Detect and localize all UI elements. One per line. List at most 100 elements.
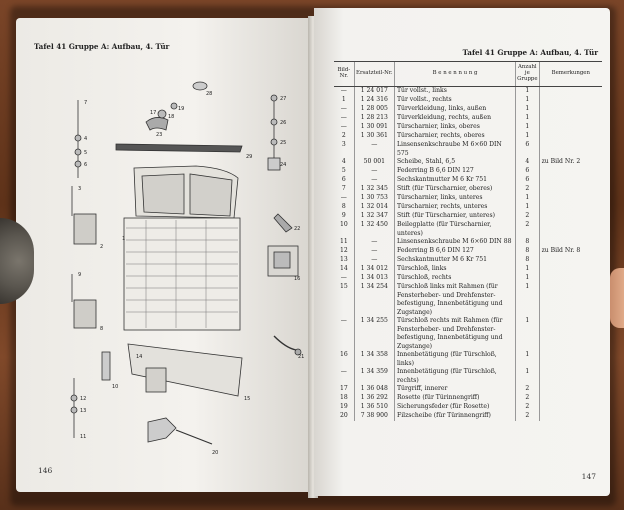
cell-anz: 1: [515, 114, 540, 123]
cell-name: Federring B 6,6 DIN 127: [393, 167, 516, 176]
cell-nr: 1 34 359: [353, 368, 395, 385]
parts-table-header: Bild-Nr. Ersatzteil-Nr. B e n e n n u n …: [334, 61, 602, 87]
cell-nr: —: [353, 141, 395, 158]
callout-28: 28: [206, 91, 212, 97]
cell-nr: 1 34 358: [353, 351, 395, 368]
cell-bem: [538, 403, 602, 412]
cell-name: Federring B 6,6 DIN 127: [393, 247, 516, 256]
cell-nr: 1 34 254: [353, 283, 395, 317]
cell-anz: 8: [515, 238, 540, 247]
cell-bem: [538, 194, 602, 203]
cell-nr: —: [353, 256, 395, 265]
cell-bem: [538, 105, 602, 114]
cell-name: Rosette (für Türinnengriff): [393, 394, 516, 403]
cell-bem: [538, 114, 602, 123]
cell-name: Innenbetätigung (für Türschloß, links): [393, 351, 516, 368]
cell-anz: 1: [515, 317, 540, 351]
finger-holding-page: [610, 268, 624, 328]
callout-3: 3: [78, 186, 81, 192]
cell-bild: 1: [341, 96, 346, 103]
callout-8: 8: [100, 326, 103, 332]
cell-name: Türgriff, innerer: [393, 385, 516, 394]
callout-16: 16: [294, 276, 300, 282]
cell-bem: [538, 265, 602, 274]
cell-nr: 1 36 292: [353, 394, 395, 403]
cell-name: Türscharnier, rechts, unteres: [393, 203, 516, 212]
left-page-header: Tafel 41 Gruppe A: Aufbau, 4. Tür: [34, 42, 170, 51]
callout-13: 13: [80, 408, 86, 414]
cell-anz: 2: [515, 385, 540, 394]
cell-anz: 2: [515, 412, 540, 421]
cell-bild: 4: [341, 158, 346, 165]
cell-name: Stift (für Türscharnier, oberes): [393, 185, 516, 194]
cell-bem: [538, 221, 602, 238]
cell-bild: 3: [341, 141, 346, 148]
cell-bild: 12: [339, 247, 348, 254]
cell-nr: 1 28 005: [353, 105, 395, 114]
cell-name: Türschloß rechts mit Rahmen (für Fenster…: [393, 317, 516, 351]
cell-bem: zu Bild Nr. 2: [538, 158, 602, 167]
cell-anz: 1: [515, 265, 540, 274]
cell-name: Innenbetätigung (für Türschloß, rechts): [393, 368, 516, 385]
cell-nr: 1 24 017: [353, 86, 395, 96]
cell-bild: 14: [339, 265, 348, 272]
callout-7: 7: [84, 100, 87, 106]
cell-name: Türscharnier, links, unteres: [393, 194, 516, 203]
col-bemerkungen: Bemerkungen: [538, 61, 602, 87]
cell-bild: 17: [339, 385, 348, 392]
cell-nr: —: [353, 167, 395, 176]
cell-nr: —: [353, 238, 395, 247]
cell-name: Türschloß links mit Rahmen (für Fensterh…: [393, 283, 516, 317]
cell-bild: —: [340, 274, 347, 281]
cell-bem: [538, 274, 602, 283]
cell-anz: 8: [515, 256, 540, 265]
exploded-door-diagram: 28 18 19 17 29 27 26 25 24 22 16 21 7 4 …: [70, 81, 304, 456]
callout-20: 20: [212, 450, 218, 456]
col-bild: Bild-Nr.: [334, 61, 355, 87]
cell-bem: zu Bild Nr. 8: [538, 247, 602, 256]
callout-9: 9: [78, 272, 81, 278]
cell-nr: 1 36 510: [353, 403, 395, 412]
cell-name: Stift (für Türscharnier, unteres): [393, 212, 516, 221]
cell-nr: —: [353, 247, 395, 256]
cell-bild: —: [340, 105, 347, 112]
callout-21: 21: [298, 354, 304, 360]
cell-anz: 6: [515, 141, 540, 158]
cell-name: Tür vollst., rechts: [393, 96, 516, 105]
cell-anz: 1: [515, 132, 540, 141]
callout-29: 29: [246, 154, 252, 160]
cell-bem: [538, 238, 602, 247]
callout-1: 1: [122, 236, 125, 242]
callout-11: 11: [80, 434, 86, 440]
callout-22: 22: [294, 226, 300, 232]
callout-10: 10: [112, 384, 118, 390]
cell-anz: 2: [515, 403, 540, 412]
col-ersatz: Ersatzteil-Nr.: [353, 61, 395, 87]
callout-6: 6: [84, 162, 87, 168]
callout-12: 12: [80, 396, 86, 402]
callout-14: 14: [136, 354, 142, 360]
cell-anz: 2: [515, 212, 540, 221]
cell-name: Beilegplatte (für Türscharnier, unteres): [393, 221, 516, 238]
